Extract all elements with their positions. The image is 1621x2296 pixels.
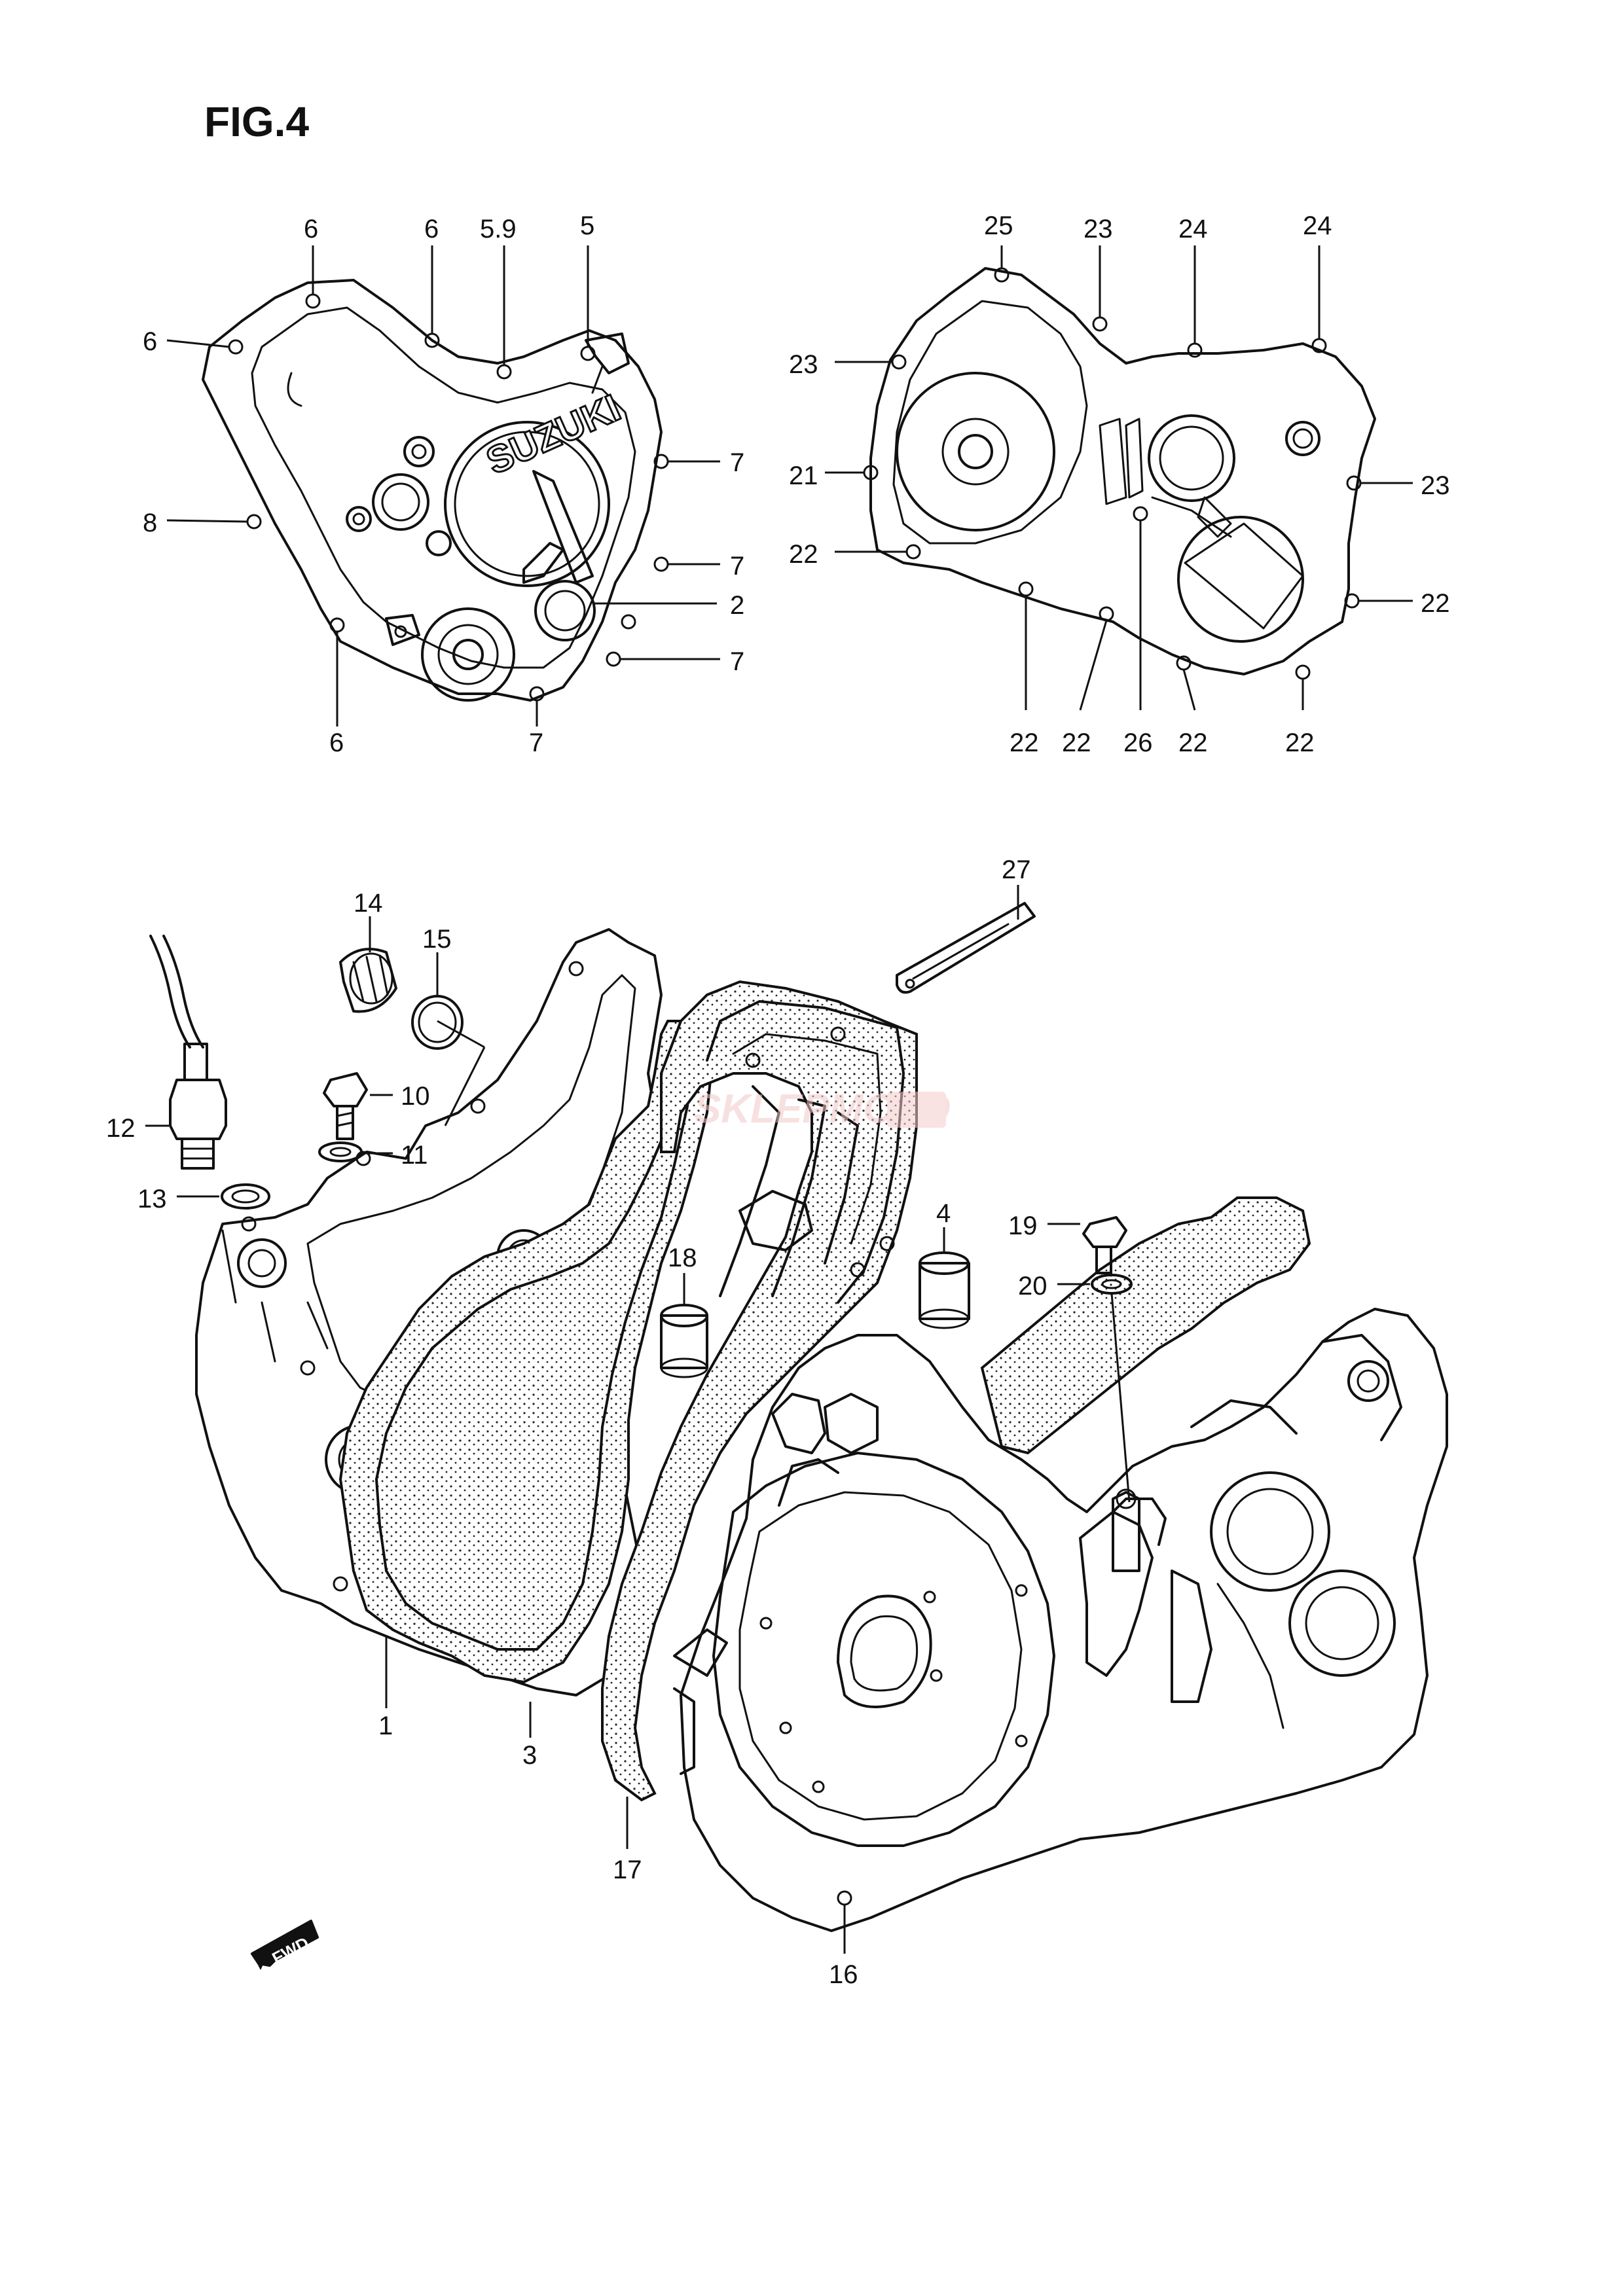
o-ring-15 xyxy=(411,995,464,1050)
callout-6: 6 xyxy=(329,728,344,757)
gasket-3 xyxy=(338,1020,716,1684)
callout-5-9: 5.9 xyxy=(480,215,517,243)
callout-12: 12 xyxy=(106,1114,136,1143)
left-crankcase-cover: SUZUKI xyxy=(202,279,669,702)
callout-22: 22 xyxy=(1178,728,1208,757)
callout-16: 16 xyxy=(829,1960,858,1989)
callout-24: 24 xyxy=(1178,215,1208,243)
callout-4: 4 xyxy=(936,1199,951,1228)
assembly-labels: 14 15 27 10 11 12 13 4 18 19 20 1 3 17 1… xyxy=(106,855,1047,1989)
callout-15: 15 xyxy=(422,925,452,954)
dowel-18 xyxy=(660,1304,708,1378)
callout-20: 20 xyxy=(1018,1272,1047,1300)
washer-13 xyxy=(221,1183,270,1210)
assembly-leaders xyxy=(145,885,1131,1954)
callout-7: 7 xyxy=(730,647,744,676)
callout-19: 19 xyxy=(1008,1211,1038,1240)
crankcase-right-half xyxy=(673,1308,1448,1932)
callout-6: 6 xyxy=(143,327,157,356)
left-cover-leaders xyxy=(166,245,720,726)
callout-23: 23 xyxy=(789,350,818,379)
sensor-switch-12 xyxy=(149,935,227,1170)
watermark: SKLEPMOTO xyxy=(694,1086,951,1132)
washer-11 xyxy=(318,1141,363,1162)
callout-7: 7 xyxy=(730,552,744,581)
right-crankcase-cover xyxy=(863,267,1376,680)
callout-1: 1 xyxy=(378,1712,393,1740)
callout-11: 11 xyxy=(401,1141,428,1170)
bracket-27 xyxy=(896,902,1036,994)
callout-22: 22 xyxy=(1421,589,1450,618)
callout-3: 3 xyxy=(522,1741,537,1770)
callout-10: 10 xyxy=(401,1082,430,1111)
callout-5: 5 xyxy=(580,211,594,240)
callout-7: 7 xyxy=(730,448,744,477)
gasket-17 xyxy=(601,980,918,1802)
callout-6: 6 xyxy=(304,215,318,243)
gasket-right xyxy=(980,1196,1311,1455)
callout-22: 22 xyxy=(1062,728,1091,757)
plug-14 xyxy=(339,948,397,1013)
callout-25: 25 xyxy=(984,211,1013,240)
right-cover-leaders xyxy=(825,245,1413,711)
callout-18: 18 xyxy=(668,1244,697,1272)
callout-8: 8 xyxy=(143,509,157,537)
callout-7: 7 xyxy=(529,728,543,757)
callout-2: 2 xyxy=(730,591,744,620)
callout-22: 22 xyxy=(1285,728,1315,757)
callout-17: 17 xyxy=(613,1856,642,1884)
left-cover-labels: 6 6 5.9 5 6 7 8 7 2 7 6 7 xyxy=(143,211,744,757)
callout-13: 13 xyxy=(137,1185,167,1213)
right-cover-labels: 25 23 24 24 23 23 21 22 22 22 22 26 22 2… xyxy=(789,211,1450,757)
callout-26: 26 xyxy=(1123,728,1153,757)
dowel-4 xyxy=(919,1251,970,1329)
callout-14: 14 xyxy=(354,889,383,918)
crankcase-center-frame xyxy=(706,1000,905,1304)
callout-6: 6 xyxy=(424,215,439,243)
callout-24: 24 xyxy=(1303,211,1332,240)
callout-27: 27 xyxy=(1002,855,1031,884)
bolt-19 xyxy=(1082,1216,1127,1274)
callout-22: 22 xyxy=(789,540,818,569)
forward-direction-arrow: FWD xyxy=(251,1920,319,1970)
callout-21: 21 xyxy=(789,461,818,490)
bolt-10 xyxy=(323,1072,368,1140)
callout-22: 22 xyxy=(1010,728,1039,757)
callout-23: 23 xyxy=(1421,471,1450,500)
figure-title: FIG.4 xyxy=(204,98,309,145)
callout-23: 23 xyxy=(1084,215,1113,243)
